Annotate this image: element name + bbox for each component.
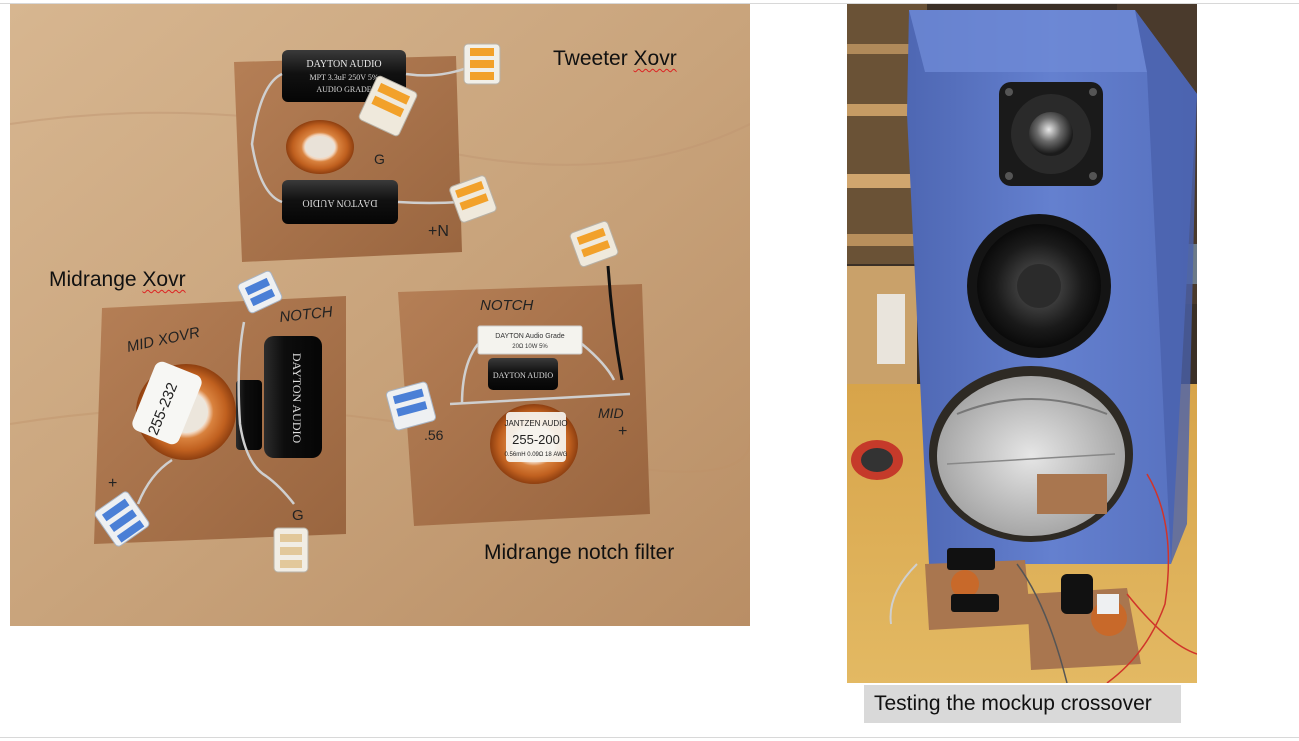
mid-plus-mark: + — [108, 475, 117, 492]
coil-right-number: 255-200 — [512, 432, 560, 447]
speaker-test-photo — [847, 4, 1197, 683]
cap-top-label: DAYTON AUDIO — [306, 59, 381, 70]
notch-mark: NOTCH — [480, 297, 533, 314]
resistor-label: DAYTON Audio Grade — [495, 333, 564, 340]
small-cap-label: DAYTON AUDIO — [493, 371, 553, 380]
tweeter-board: DAYTON AUDIO MPT 3.3uF 250V 5% AUDIO GRA… — [234, 43, 501, 262]
tweeter-plus-mark: +N — [428, 223, 449, 240]
svg-text:0.56mH 0.09Ω 18 AWG: 0.56mH 0.09Ω 18 AWG — [505, 452, 568, 458]
svg-text:20Ω 10W 5%: 20Ω 10W 5% — [512, 344, 548, 350]
notch-mark-top: NOTCH — [279, 303, 334, 325]
top-divider — [0, 3, 1299, 4]
svg-text:DAYTON AUDIO: DAYTON AUDIO — [302, 197, 377, 208]
midrange-xovr-label: Midrange Xovr — [49, 268, 186, 291]
tweeter-ground-mark: G — [374, 151, 385, 167]
svg-text:JANTZEN AUDIO: JANTZEN AUDIO — [504, 419, 567, 428]
mid-ground-mark: G — [292, 507, 304, 524]
big-cap-label: DAYTON AUDIO — [290, 353, 304, 444]
midrange-notch-filter-label: Midrange notch filter — [484, 541, 675, 564]
notch-plus-mark: + — [618, 423, 627, 440]
value-mark: .56 — [424, 427, 444, 443]
svg-text:AUDIO GRADE: AUDIO GRADE — [316, 85, 371, 94]
notch-filter-board: NOTCH DAYTON Audio Grade 20Ω 10W 5% DAYT… — [385, 220, 650, 526]
speaker-test-caption: Testing the mockup crossover — [864, 685, 1181, 723]
midrange-xovr-board: MID XOVR NOTCH 255-232 DAYTON AUDIO — [94, 270, 346, 573]
tweeter-xovr-label: Tweeter Xovr — [553, 47, 677, 70]
svg-text:MPT 3.3uF 250V 5%: MPT 3.3uF 250V 5% — [309, 73, 378, 82]
crossover-boards-photo: DAYTON AUDIO MPT 3.3uF 250V 5% AUDIO GRA… — [10, 4, 750, 626]
bottom-divider — [0, 737, 1299, 738]
mid-mark: MID — [598, 405, 624, 421]
